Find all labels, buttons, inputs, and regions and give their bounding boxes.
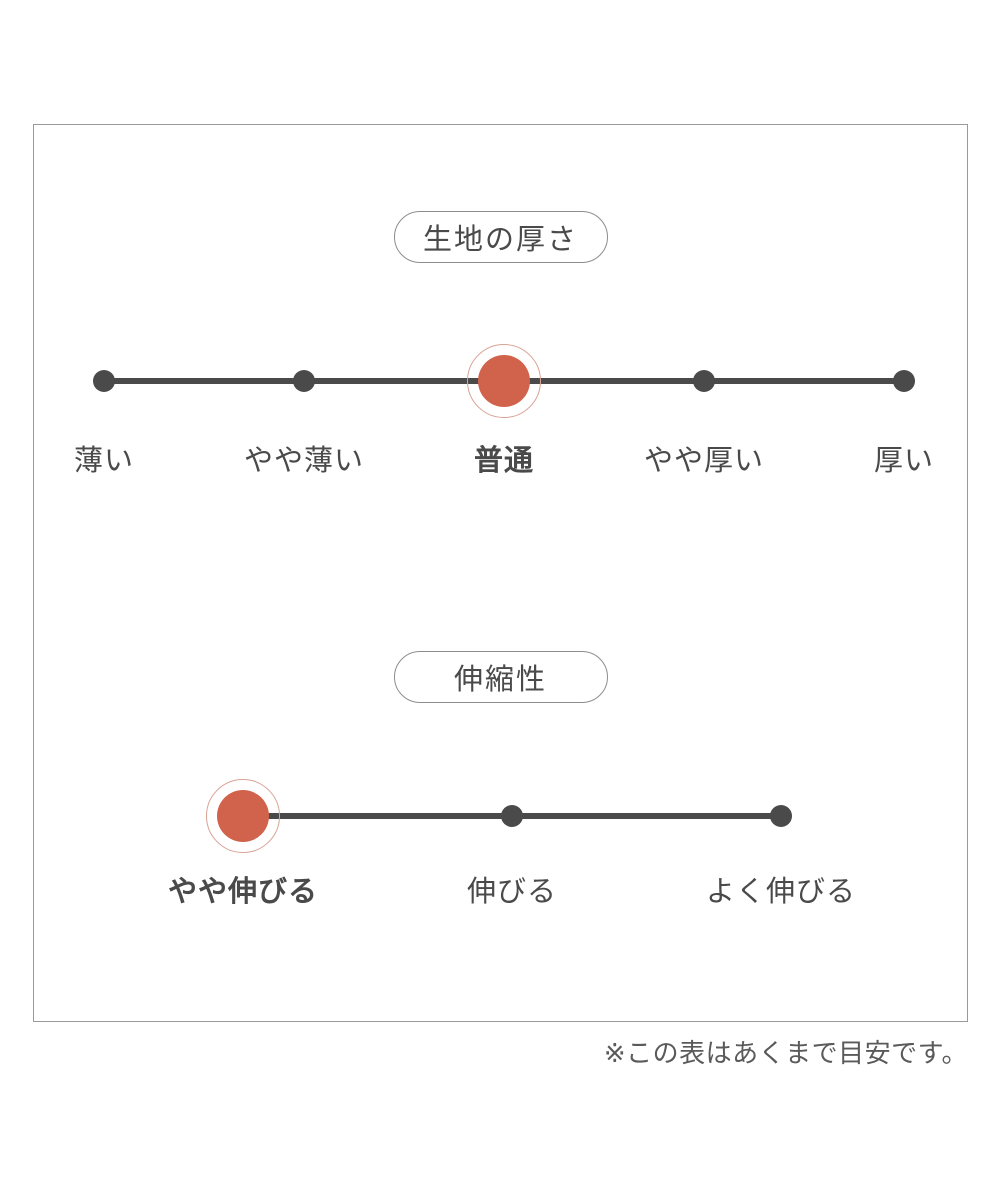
scale-node-label: 薄い xyxy=(73,445,135,477)
selected-ring-icon xyxy=(206,779,280,853)
scale-node-label-selected: 普通 xyxy=(473,445,535,477)
scale-dot-icon xyxy=(501,805,523,827)
scale-node-label-selected: やや伸びる xyxy=(167,876,319,908)
scale-dot-icon xyxy=(293,370,315,392)
scale-dot-icon xyxy=(693,370,715,392)
scale-node-label: 厚い xyxy=(873,445,935,477)
section-title-row-stretch: 伸縮性 xyxy=(34,651,967,703)
scale-node-label: よく伸びる xyxy=(705,876,857,908)
scale-dot-icon xyxy=(893,370,915,392)
scale-node-label: やや厚い xyxy=(643,445,765,477)
selected-ring-icon xyxy=(467,344,541,418)
scale-dot-icon xyxy=(770,805,792,827)
fabric-spec-card: 生地の厚さ 薄い やや薄い 普通 やや厚い 厚い 伸縮性 xyxy=(33,124,968,1022)
section-title-row-thickness: 生地の厚さ xyxy=(34,211,967,263)
section-title-fabric-thickness: 生地の厚さ xyxy=(393,211,608,263)
scale-dot-icon xyxy=(93,370,115,392)
disclaimer-note: ※この表はあくまで目安です。 xyxy=(603,1038,968,1068)
section-title-stretchiness: 伸縮性 xyxy=(393,651,608,703)
scale-node-label: 伸びる xyxy=(466,876,558,908)
scale-dot-selected-icon xyxy=(217,790,269,842)
scale-dot-selected-icon xyxy=(478,355,530,407)
scale-node-label: やや薄い xyxy=(243,445,365,477)
